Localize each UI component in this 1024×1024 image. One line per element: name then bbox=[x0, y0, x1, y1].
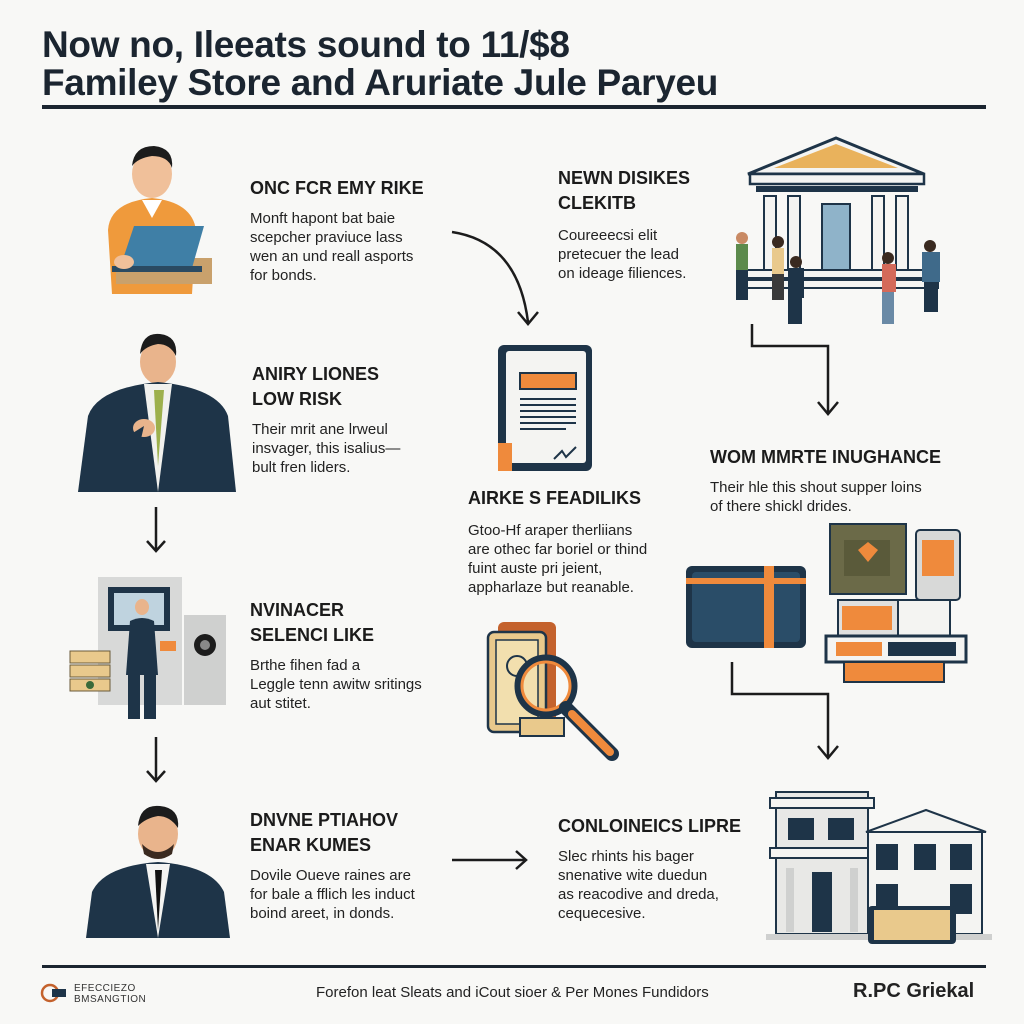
step-card: ANIRY LIONES LOW RISK Their mrit ane lrw… bbox=[252, 362, 400, 477]
body-line: boind areet, in donds. bbox=[250, 905, 395, 922]
step-body: Slec rhints his bager snenative wite due… bbox=[558, 847, 741, 923]
body-line: are othec far boriel or thind bbox=[468, 541, 648, 558]
bent-arrow-icon bbox=[750, 324, 839, 416]
body-line: fuint auste pri jeient, bbox=[468, 560, 603, 577]
body-line: appharlaze but reanable. bbox=[468, 579, 634, 596]
body-line: as reacodive and dreda, bbox=[558, 886, 719, 903]
body-line: for bale a fflich les induct bbox=[250, 886, 415, 903]
step-card: WOM MMRTE INUGHANCE Their hle this shout… bbox=[710, 445, 941, 516]
step-heading: WOM MMRTE INUGHANCE bbox=[710, 447, 941, 467]
wallet-icon bbox=[686, 566, 806, 648]
step-body: Their hle this shout supper loins of the… bbox=[710, 478, 941, 516]
logo-line: BMSANGTION bbox=[74, 994, 147, 1005]
title-line-1: Now no, Ileeats sound to 11/$8 bbox=[42, 24, 570, 65]
atm-person-icon bbox=[69, 577, 226, 719]
body-line: Monft hapont bat baie bbox=[250, 210, 396, 227]
office-building-icon bbox=[766, 791, 992, 944]
body-line: aut stitet. bbox=[250, 695, 311, 712]
body-line: of there shickl drides. bbox=[710, 498, 852, 515]
step-subheading: LOW RISK bbox=[252, 389, 342, 409]
market-stall-icon bbox=[824, 523, 968, 683]
body-line: Their hle this shout supper loins bbox=[710, 479, 922, 496]
step-heading: DNVNE PTIAHOV bbox=[250, 810, 399, 830]
step-subheading: CLEKITB bbox=[558, 193, 636, 213]
logo-line: EFECCIEZO bbox=[74, 983, 136, 994]
body-line: Leggle tenn awitw sritings bbox=[250, 676, 422, 693]
step-card: AIRKE S FEADILIKS Gtoo-Hf araper therlii… bbox=[468, 486, 647, 597]
gold-magnifier-icon bbox=[486, 622, 619, 761]
footer-logo-text: EFECCIEZO BMSANGTION bbox=[74, 983, 146, 1005]
step-body: Coureeecsi elit pretecuer the lead on id… bbox=[558, 226, 690, 283]
body-line: on ideage filiences. bbox=[558, 265, 687, 282]
footer-logo-icon bbox=[40, 983, 66, 1003]
step-heading: AIRKE S FEADILIKS bbox=[468, 488, 642, 508]
document-icon bbox=[498, 345, 592, 471]
body-line: insvager, this isalius— bbox=[252, 440, 401, 457]
body-line: Gtoo-Hf araper therliians bbox=[468, 522, 633, 539]
body-line: cequecesive. bbox=[558, 905, 646, 922]
step-body: Dovile Oueve raines are for bale a fflic… bbox=[250, 866, 415, 923]
step-card: CONLOINEICS LIPRE Slec rhints his bager … bbox=[558, 814, 741, 923]
body-line: bult fren liders. bbox=[252, 459, 351, 476]
step-body: Their mrit ane lrweul insvager, this isa… bbox=[252, 420, 400, 477]
step-body: Monft hapont bat baie scepcher praviuce … bbox=[250, 209, 424, 285]
step-heading: ONC FCR EMY RIKE bbox=[250, 178, 424, 198]
step-card: ONC FCR EMY RIKE Monft hapont bat baie s… bbox=[250, 176, 424, 285]
body-line: wen an und reall asports bbox=[250, 248, 414, 265]
footer-center-text: Forefon leat Sleats and iCout sioer & Pe… bbox=[316, 984, 709, 1001]
body-line: pretecuer the lead bbox=[558, 246, 679, 263]
step-body: Gtoo-Hf araper therliians are othec far … bbox=[468, 521, 647, 597]
businessman-icon bbox=[78, 333, 236, 492]
bank-building-icon bbox=[736, 136, 940, 324]
footer-brand: R.PC Griekal bbox=[853, 980, 975, 1002]
arrow-down-icon bbox=[146, 737, 166, 783]
title-line-2: Familey Store and Aruriate Jule Paryeu bbox=[42, 62, 719, 103]
body-line: Brthe fihen fad a bbox=[250, 657, 361, 674]
step-body: Brthe fihen fad a Leggle tenn awitw srit… bbox=[250, 656, 422, 713]
body-line: Slec rhints his bager bbox=[558, 848, 694, 865]
bent-arrow-icon bbox=[730, 662, 839, 760]
curved-arrow-icon bbox=[451, 230, 539, 326]
body-line: scepcher praviuce lass bbox=[250, 229, 403, 246]
step-heading: NVINACER bbox=[250, 600, 345, 620]
step-card: DNVNE PTIAHOV ENAR KUMES Dovile Oueve ra… bbox=[250, 808, 415, 923]
body-line: Dovile Oueve raines are bbox=[250, 867, 411, 884]
page-title: Now no, Ileeats sound to 11/$8 Familey S… bbox=[42, 26, 992, 102]
footer-rule bbox=[42, 965, 986, 968]
step-heading: CONLOINEICS LIPRE bbox=[558, 816, 742, 836]
step-card: NEWN DISIKES CLEKITB Coureeecsi elit pre… bbox=[558, 166, 690, 283]
step-heading: NEWN DISIKES bbox=[558, 168, 691, 188]
step-card: NVINACER SELENCI LIKE Brthe fihen fad a … bbox=[250, 598, 422, 713]
body-line: Coureeecsi elit bbox=[558, 227, 658, 244]
header-rule bbox=[42, 105, 986, 109]
arrow-down-icon bbox=[146, 507, 166, 553]
person-laptop-icon bbox=[108, 146, 212, 294]
step-heading: ANIRY LIONES bbox=[252, 364, 380, 384]
executive-icon bbox=[86, 805, 230, 938]
body-line: for bonds. bbox=[250, 267, 317, 284]
arrow-right-icon bbox=[452, 850, 528, 870]
step-subheading: SELENCI LIKE bbox=[250, 625, 375, 645]
body-line: snenative wite duedun bbox=[558, 867, 708, 884]
body-line: Their mrit ane lrweul bbox=[252, 421, 388, 438]
step-subheading: ENAR KUMES bbox=[250, 835, 372, 855]
